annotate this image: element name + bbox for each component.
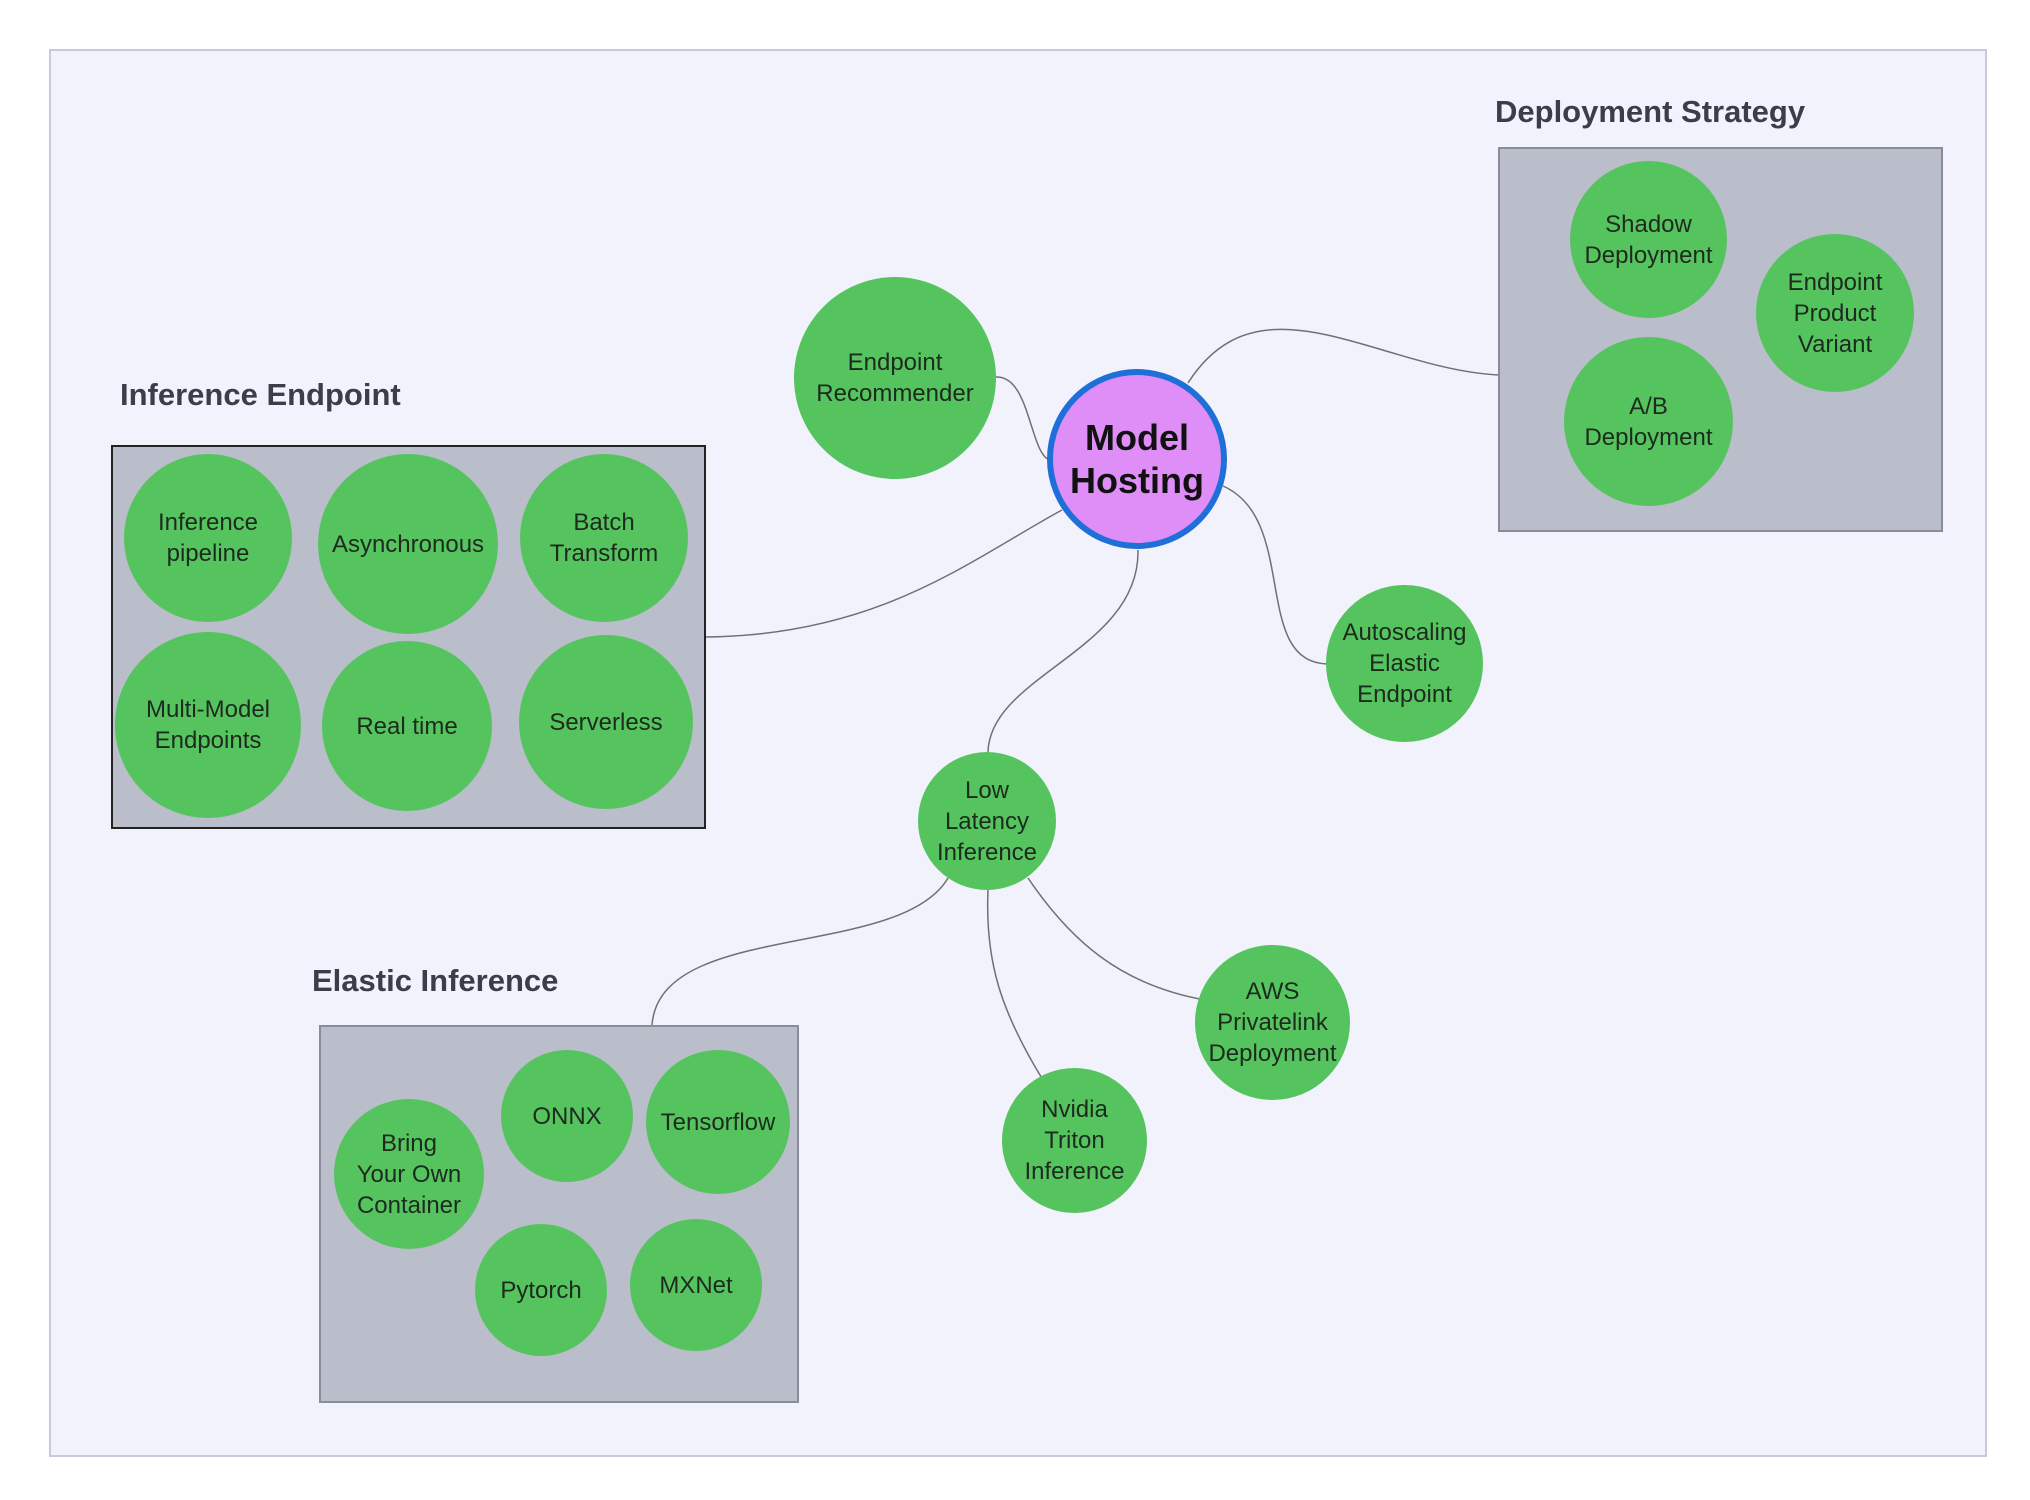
- link-hub-inference-endpoint: [705, 509, 1063, 638]
- elastic-inference-title: Elastic Inference: [312, 963, 559, 998]
- node-batch-transform[interactable]: Batch Transform: [520, 454, 688, 622]
- node-real-time[interactable]: Real time: [322, 641, 492, 811]
- node-onnx[interactable]: ONNX: [501, 1050, 633, 1182]
- link-low-latency-nvidia: [986, 889, 1044, 1081]
- node-tensorflow[interactable]: Tensorflow: [646, 1050, 790, 1194]
- hub-model-hosting[interactable]: Model Hosting: [1047, 369, 1227, 549]
- node-serverless[interactable]: Serverless: [519, 635, 693, 809]
- node-autoscaling-elastic-endpoint[interactable]: Autoscaling Elastic Endpoint: [1326, 585, 1483, 742]
- node-bring-your-own-container[interactable]: Bring Your Own Container: [334, 1099, 484, 1249]
- link-hub-low-latency: [987, 549, 1139, 753]
- node-endpoint-product-variant[interactable]: Endpoint Product Variant: [1756, 234, 1914, 392]
- node-mxnet[interactable]: MXNet: [630, 1219, 762, 1351]
- node-ab-deployment[interactable]: A/B Deployment: [1564, 337, 1733, 506]
- link-hub-recommender: [995, 376, 1051, 461]
- inference-endpoint-title: Inference Endpoint: [120, 377, 401, 412]
- node-low-latency-inference[interactable]: Low Latency Inference: [918, 752, 1056, 890]
- node-multi-model-endpoints[interactable]: Multi-Model Endpoints: [115, 632, 301, 818]
- link-hub-deployment-strategy: [1187, 328, 1501, 384]
- node-aws-privatelink-deployment[interactable]: AWS Privatelink Deployment: [1195, 945, 1350, 1100]
- deployment-strategy-title: Deployment Strategy: [1495, 94, 1806, 129]
- link-low-latency-privatelink: [1027, 877, 1206, 1001]
- node-endpoint-recommender[interactable]: Endpoint Recommender: [794, 277, 996, 479]
- node-pytorch[interactable]: Pytorch: [475, 1224, 607, 1356]
- node-asynchronous[interactable]: Asynchronous: [318, 454, 498, 634]
- link-low-latency-elastic: [651, 877, 949, 1026]
- link-hub-autoscaling: [1222, 485, 1331, 665]
- node-shadow-deployment[interactable]: Shadow Deployment: [1570, 161, 1727, 318]
- node-inference-pipeline[interactable]: Inference pipeline: [124, 454, 292, 622]
- node-nvidia-triton-inference[interactable]: Nvidia Triton Inference: [1002, 1068, 1147, 1213]
